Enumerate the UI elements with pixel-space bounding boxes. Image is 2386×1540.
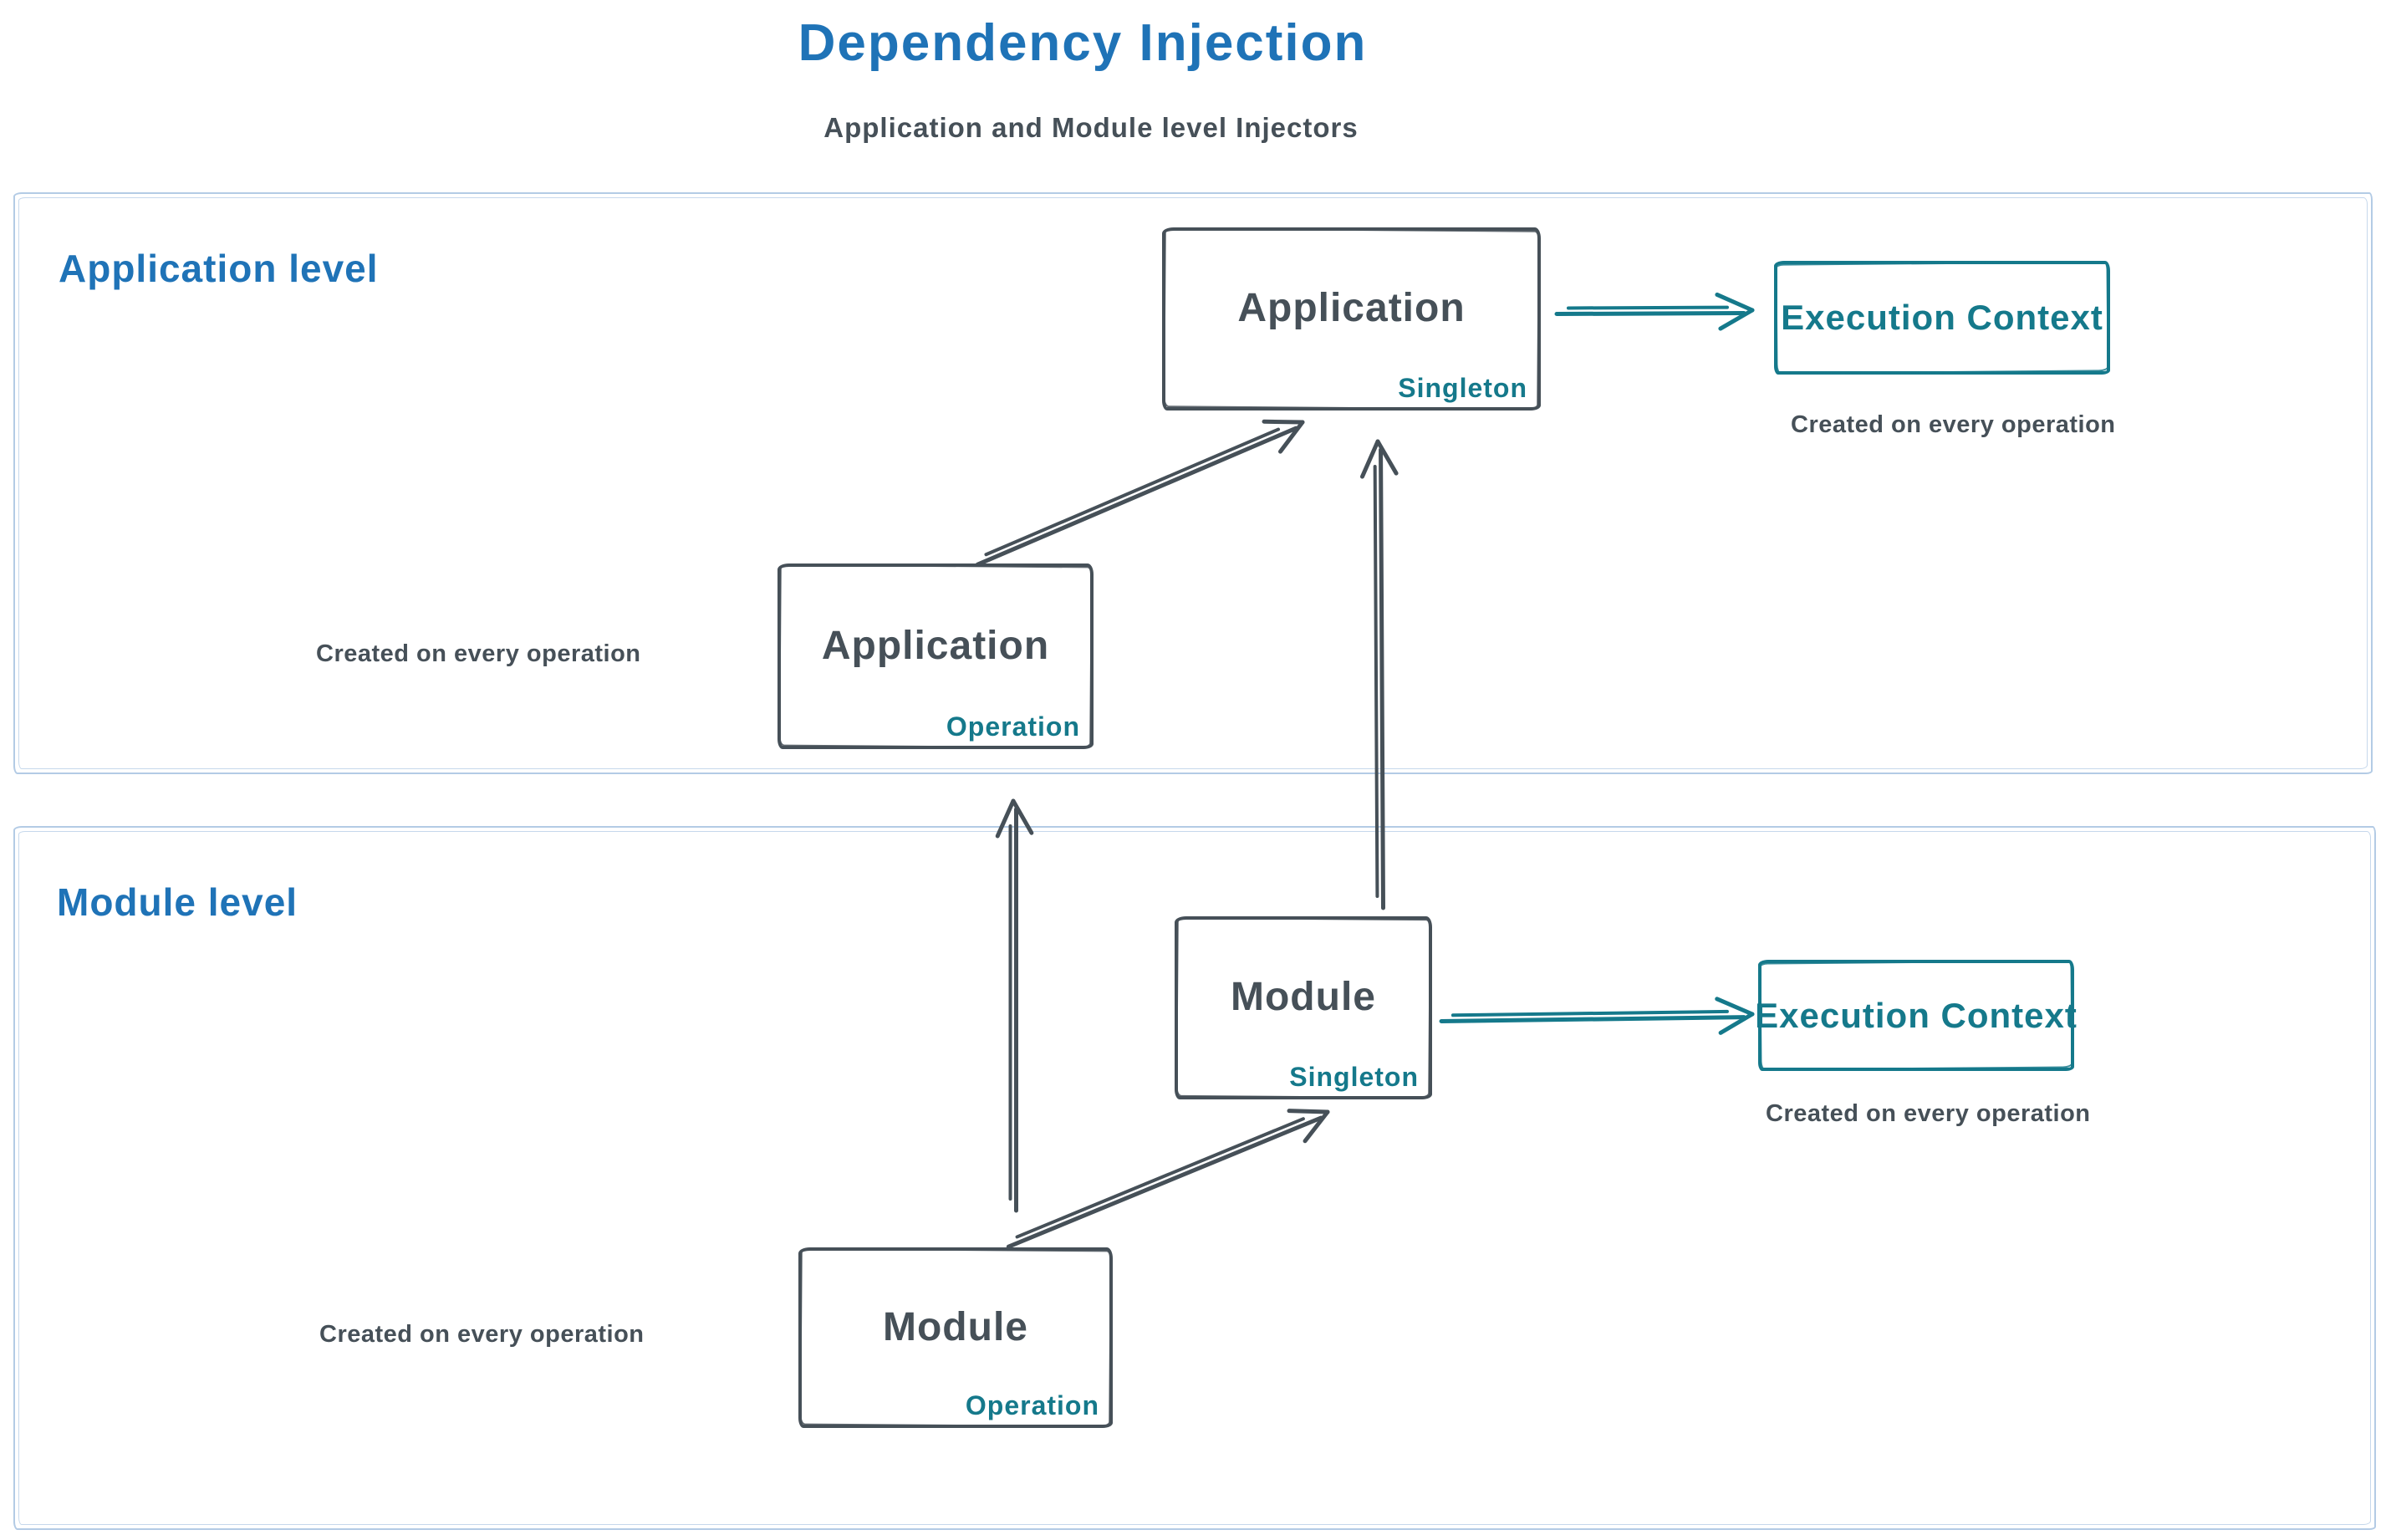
diagram-title: Dependency Injection: [798, 14, 1368, 72]
module-operation-title: Module: [883, 1304, 1028, 1349]
module-singleton-box: Module Singleton: [1175, 916, 1432, 1099]
module-operation-note: Created on every operation: [319, 1321, 645, 1348]
application-level-container: Application level: [13, 192, 2373, 774]
module-level-label: Module level: [57, 880, 298, 924]
module-execution-context-title: Execution Context: [1755, 995, 2078, 1035]
application-execution-context-caption: Created on every operation: [1791, 411, 2116, 438]
module-operation-tag: Operation: [965, 1390, 1099, 1420]
module-level-container: Module level: [13, 826, 2376, 1530]
application-execution-context-title: Execution Context: [1781, 298, 2103, 337]
application-level-label: Application level: [59, 247, 379, 290]
application-operation-title: Application: [821, 623, 1050, 668]
application-singleton-title: Application: [1237, 286, 1466, 330]
application-singleton-box: Application Singleton: [1162, 227, 1541, 410]
application-execution-context-box: Execution Context: [1774, 261, 2110, 375]
diagram-subtitle: Application and Module level Injectors: [823, 112, 1359, 143]
application-operation-tag: Operation: [946, 711, 1080, 742]
application-operation-box: Application Operation: [777, 563, 1094, 749]
module-singleton-title: Module: [1231, 975, 1376, 1019]
application-singleton-tag: Singleton: [1398, 373, 1527, 403]
application-operation-note: Created on every operation: [316, 640, 641, 667]
module-execution-context-box: Execution Context: [1755, 960, 2077, 1071]
module-singleton-tag: Singleton: [1289, 1062, 1419, 1092]
module-operation-box: Module Operation: [798, 1247, 1113, 1428]
module-execution-context-caption: Created on every operation: [1766, 1100, 2091, 1127]
